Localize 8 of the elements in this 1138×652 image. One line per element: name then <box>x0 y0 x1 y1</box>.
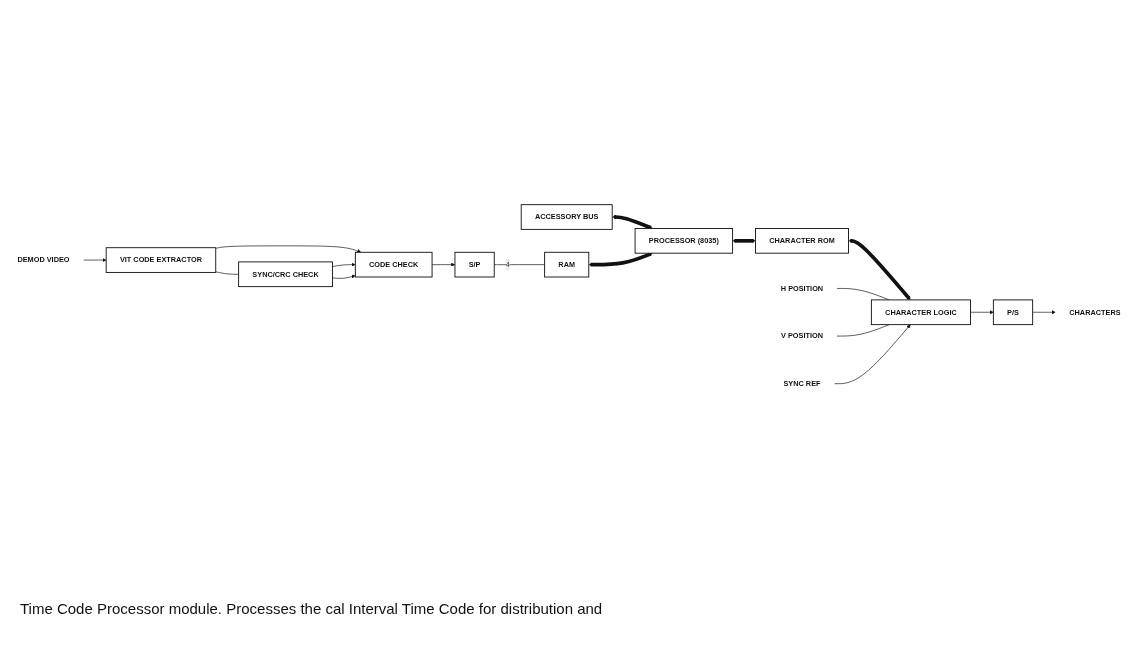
arrow <box>612 214 653 230</box>
caption: Time Code Processor module. Processes the cal Interval Time Code for distribution and <box>20 600 604 617</box>
connector <box>215 271 239 275</box>
arrow <box>732 238 756 243</box>
arrow <box>848 238 911 300</box>
connector <box>836 323 890 337</box>
arrow <box>588 251 653 267</box>
connector <box>493 263 545 265</box>
